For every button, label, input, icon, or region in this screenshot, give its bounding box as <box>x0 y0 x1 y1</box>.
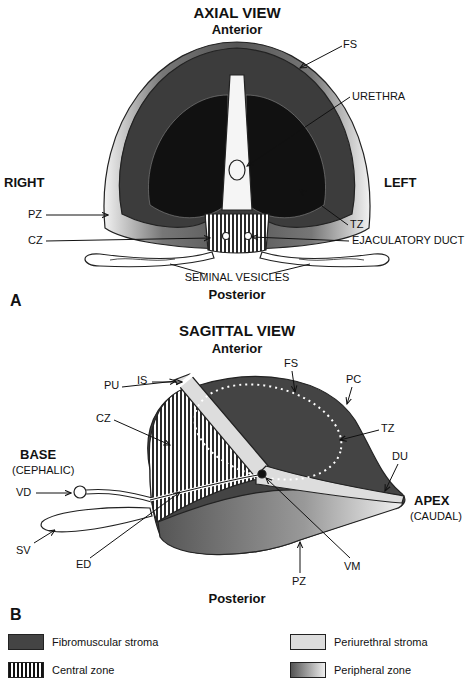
part-abbreviation: SV <box>16 544 31 557</box>
zone-abbreviation: FS <box>284 357 298 370</box>
zone-abbreviation: FS <box>343 38 357 51</box>
leader-line <box>90 492 180 558</box>
leader-line <box>114 420 170 445</box>
direction-label: Anterior <box>212 342 263 357</box>
view-title: SAGITTAL VIEW <box>179 322 295 339</box>
orientation-label: BASE <box>20 448 56 463</box>
distal-urethra <box>256 466 404 503</box>
legend-text: Central zone <box>52 662 114 678</box>
transition-zone <box>184 369 352 495</box>
leader-line <box>46 215 108 216</box>
leader-line <box>34 530 55 543</box>
part-abbreviation: PC <box>346 373 361 386</box>
direction-label: Posterior <box>208 592 265 607</box>
legend-swatch <box>8 634 44 650</box>
side-label: RIGHT <box>4 176 44 191</box>
leader-lines <box>46 46 350 274</box>
part-abbreviation: IS <box>137 374 147 387</box>
periurethral-stroma <box>222 75 252 210</box>
seminal-vesicle <box>85 252 214 267</box>
transition-zone <box>148 95 228 218</box>
urethra <box>229 160 245 180</box>
leader-line <box>247 97 350 166</box>
leader-line <box>36 493 71 494</box>
legend-swatch <box>290 634 326 650</box>
vesicle-fold <box>299 259 364 261</box>
part-abbreviation: DU <box>392 450 408 463</box>
part-abbreviation: VD <box>16 486 31 499</box>
ejaculatory-duct <box>150 475 258 500</box>
legend-text: Peripheral zone <box>334 662 411 678</box>
part-abbreviation: ED <box>76 558 91 571</box>
side-label: LEFT <box>384 176 417 191</box>
leader-line <box>152 382 182 383</box>
legend-text: Fibromuscular stroma <box>52 634 158 650</box>
fibromuscular-stroma <box>148 377 405 555</box>
leader-line <box>300 46 342 68</box>
ejaculatory-duct <box>150 475 258 500</box>
proximal-urethra <box>174 374 270 478</box>
leader-line <box>300 542 301 573</box>
orientation-label: (CEPHALIC) <box>12 464 74 477</box>
sagittal-prostate <box>41 369 405 555</box>
leader-line <box>385 464 398 491</box>
axial-prostate <box>85 42 389 267</box>
leader-line <box>300 190 348 225</box>
panel-letter: A <box>10 292 22 310</box>
zone-abbreviation: CZ <box>96 412 111 425</box>
leader-line <box>266 478 350 558</box>
vas-deferens-end <box>74 486 86 498</box>
part-label: EJACULATORY DUCT <box>352 234 464 247</box>
zone-abbreviation: PZ <box>28 208 42 221</box>
zone-abbreviation: TZ <box>381 422 394 435</box>
part-label: URETHRA <box>352 90 405 103</box>
direction-label: Anterior <box>212 23 263 38</box>
leader-line <box>46 238 210 241</box>
orientation-label: APEX <box>414 494 449 509</box>
verumontanum <box>258 470 266 478</box>
ejaculatory-duct <box>223 233 230 240</box>
central-zone <box>205 214 269 253</box>
internal-sphincter <box>174 370 198 390</box>
part-label: SEMINAL VESICLES <box>185 271 290 284</box>
seminal-vesicle <box>260 252 389 267</box>
leader-line <box>347 387 352 404</box>
orientation-label: (CAUDAL) <box>410 510 462 523</box>
leader-lines <box>34 371 398 573</box>
view-title: AXIAL VIEW <box>193 4 280 21</box>
legend-swatch <box>8 662 44 678</box>
leader-line <box>292 371 295 392</box>
panel-letter: B <box>10 606 22 624</box>
leader-line <box>340 430 379 440</box>
fibromuscular-stroma <box>119 48 354 227</box>
zone-abbreviation: CZ <box>28 234 43 247</box>
legend-swatch <box>290 662 326 678</box>
zone-abbreviation: TZ <box>350 218 363 231</box>
zone-abbreviation: PZ <box>292 575 306 588</box>
seminal-vesicle <box>41 508 152 532</box>
vesicle-fold <box>110 259 175 261</box>
vas-deferens <box>86 491 152 500</box>
part-abbreviation: VM <box>344 560 361 573</box>
legend-text: Periurethral stroma <box>334 634 428 650</box>
part-abbreviation: PU <box>104 379 119 392</box>
ejaculatory-duct <box>245 233 252 240</box>
direction-label: Posterior <box>208 288 265 303</box>
vas-deferens-lumen <box>86 491 152 500</box>
leader-line <box>252 237 349 241</box>
